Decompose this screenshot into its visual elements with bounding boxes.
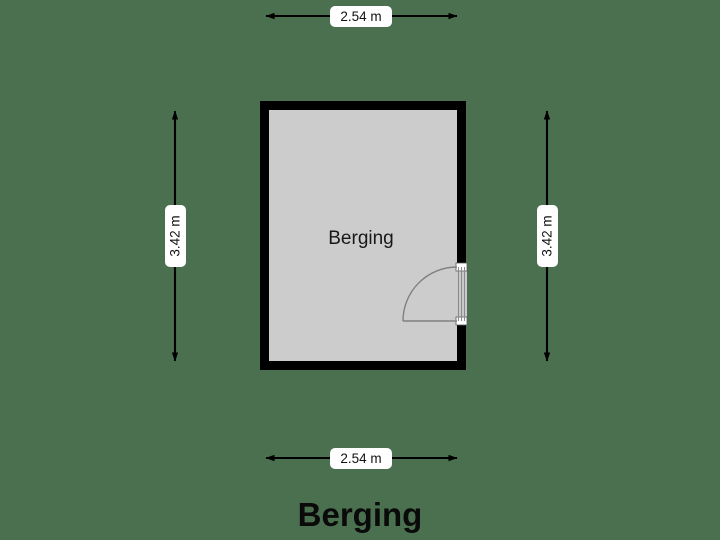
door-panel: [457, 267, 466, 321]
dimension-bottom-label-bg: [330, 448, 392, 469]
dimension-bottom-label: 2.54 m: [340, 451, 381, 466]
dimension-top: 2.54 m: [265, 6, 458, 27]
dimension-bottom: 2.54 m: [265, 448, 458, 469]
dimension-left: 3.42 m: [165, 110, 186, 362]
dimension-top-label-bg: [330, 6, 392, 27]
dimension-right-label: 3.42 m: [540, 215, 555, 256]
plan-title: Berging: [298, 496, 423, 533]
room-label: Berging: [328, 228, 394, 249]
dimension-left-label: 3.42 m: [168, 215, 183, 256]
door-swing-arc: [402, 266, 458, 322]
room-floor: [269, 110, 457, 361]
dimension-left-label-bg: [165, 205, 186, 267]
dimension-right: 3.42 m: [537, 110, 558, 362]
room-berging[interactable]: Berging: [260, 101, 468, 370]
dimension-right-label-bg: [537, 205, 558, 267]
dimension-top-label: 2.54 m: [340, 9, 381, 24]
